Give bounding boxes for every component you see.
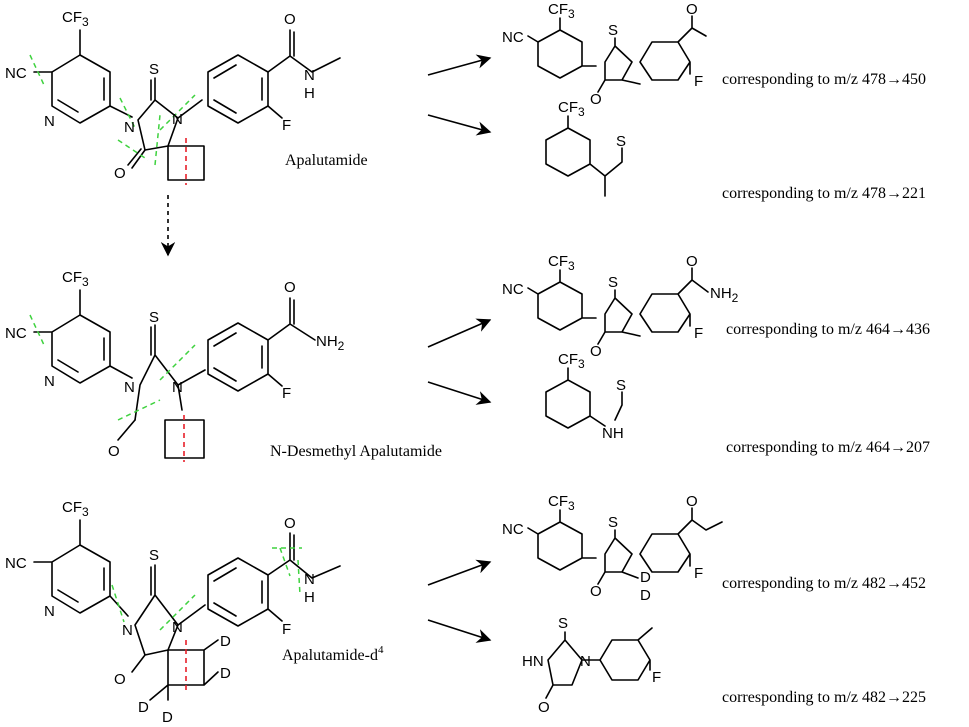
r2-o: O — [108, 443, 120, 460]
pyridine-n-label: N — [44, 113, 55, 130]
p5-d1: D — [640, 569, 651, 586]
r3-pyridine-n: N — [44, 603, 55, 620]
r3-amide-o: O — [284, 515, 296, 532]
p6-hn: HN — [522, 653, 544, 670]
product-482-452 — [527, 507, 723, 585]
r3-d3: D — [138, 699, 149, 716]
r2-nh2: NH2 — [316, 333, 345, 353]
product-482-225 — [545, 627, 653, 699]
r3-nc: NC — [5, 555, 27, 572]
r3-s: S — [149, 547, 159, 564]
reaction-arrow-3 — [427, 318, 492, 348]
p6-s: S — [558, 615, 568, 632]
p3-f: F — [694, 325, 703, 342]
thione-s-label: S — [149, 61, 159, 78]
compound-name-apalutamide: Apalutamide — [285, 152, 368, 169]
transition-482-452: corresponding to m/z 482→452 — [722, 575, 926, 592]
cf3-label: CF3 — [62, 9, 89, 29]
carbonyl-o-label: O — [114, 165, 126, 182]
reaction-arrow-2 — [427, 114, 492, 136]
transition-482-225: corresponding to m/z 482→225 — [722, 689, 926, 706]
transition-478-221: corresponding to m/z 478→221 — [722, 185, 926, 202]
p4-s: S — [616, 377, 626, 394]
ring-n1-label: N — [124, 119, 135, 136]
p5-s: S — [608, 514, 618, 531]
r3-amide-h: H — [304, 589, 315, 606]
r2-nc: NC — [5, 325, 27, 342]
p6-f: F — [652, 669, 661, 686]
r3-n2: N — [172, 619, 183, 636]
fluoro-label: F — [282, 117, 291, 134]
amide-h-label: H — [304, 85, 315, 102]
transition-464-436: corresponding to m/z 464→436 — [726, 321, 930, 338]
r3-f: F — [282, 621, 291, 638]
reaction-arrow-4 — [427, 381, 492, 405]
product-464-436 — [527, 267, 709, 345]
r2-n1: N — [124, 379, 135, 396]
r2-amide-o: O — [284, 279, 296, 296]
reaction-arrow-5 — [427, 559, 492, 586]
p3-nh2: NH2 — [710, 285, 739, 305]
r3-d1: D — [220, 633, 231, 650]
ring-n2-label: N — [172, 111, 183, 128]
p5-f: F — [694, 565, 703, 582]
p1-o: O — [590, 91, 602, 108]
r3-cf3: CF3 — [62, 499, 89, 519]
product-478-450 — [527, 15, 707, 93]
p1-cf3: CF3 — [548, 1, 575, 21]
reaction-arrow-6 — [427, 619, 492, 643]
p4-cf3: CF3 — [558, 351, 585, 371]
transition-464-207: corresponding to m/z 464→207 — [726, 439, 930, 456]
p3-nc: NC — [502, 281, 524, 298]
p1-nc: NC — [502, 29, 524, 46]
p6-o: O — [538, 699, 550, 716]
p5-amide-o: O — [686, 493, 698, 510]
product-478-221 — [545, 115, 623, 197]
p3-cf3: CF3 — [548, 253, 575, 273]
compound-name-n-desmethyl: N-Desmethyl Apalutamide — [270, 443, 442, 460]
r3-d2: D — [220, 665, 231, 682]
r3-d4: D — [162, 709, 173, 726]
r3-n1: N — [122, 622, 133, 639]
p1-amide-o: O — [686, 1, 698, 18]
r2-n2: N — [172, 379, 183, 396]
p1-f: F — [694, 73, 703, 90]
p3-amide-o: O — [686, 253, 698, 270]
r3-amide-n: N — [304, 571, 315, 588]
amide-o-label: O — [284, 11, 296, 28]
structure-n-desmethyl-apalutamide — [29, 289, 316, 462]
r2-s: S — [149, 309, 159, 326]
amide-n-label: N — [304, 67, 315, 84]
p2-s: S — [616, 133, 626, 150]
p3-o: O — [590, 343, 602, 360]
structure-apalutamide — [29, 29, 341, 185]
p5-d2: D — [640, 587, 651, 604]
reaction-arrow-1 — [427, 54, 492, 76]
p4-nh: NH — [602, 425, 624, 442]
p6-n: N — [580, 653, 591, 670]
r2-f: F — [282, 385, 291, 402]
product-464-207 — [545, 367, 623, 429]
p5-cf3: CF3 — [548, 493, 575, 513]
p5-nc: NC — [502, 521, 524, 538]
p5-o: O — [590, 583, 602, 600]
p3-s: S — [608, 274, 618, 291]
transition-478-450: corresponding to m/z 478→450 — [722, 71, 926, 88]
structure-apalutamide-d4 — [33, 519, 341, 701]
r2-pyridine-n: N — [44, 373, 55, 390]
r2-cf3: CF3 — [62, 269, 89, 289]
compound-name-apalutamide-d4: Apalutamide-d4 — [282, 644, 384, 664]
p2-cf3: CF3 — [558, 99, 585, 119]
p1-s: S — [608, 22, 618, 39]
r3-o: O — [114, 671, 126, 688]
nc-label: NC — [5, 65, 27, 82]
